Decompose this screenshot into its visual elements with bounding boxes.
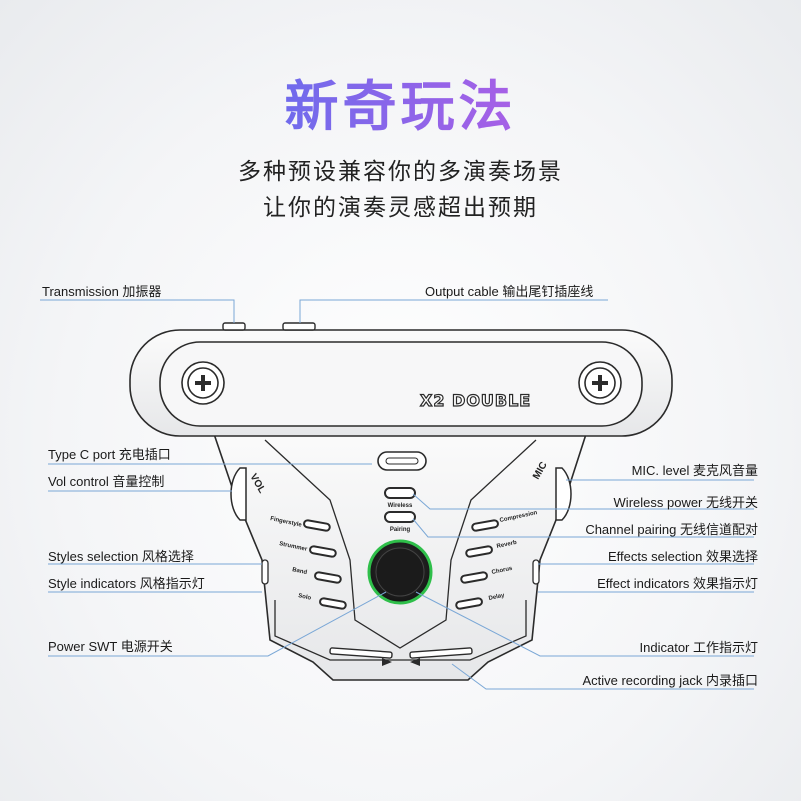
style-side-switch [261, 559, 269, 585]
transmission-button [222, 322, 246, 331]
callout-active-recording-jack: Active recording jack 内录插口 [582, 673, 758, 688]
subtitle-line-1: 多种预设兼容你的多演奏场景 [238, 159, 563, 185]
callout-type-c-port: Type C port 充电插口 [48, 447, 171, 462]
wireless-label: Wireless [388, 503, 413, 509]
screw-left-icon [181, 361, 225, 405]
callout-vol-control: Vol control 音量控制 [48, 474, 165, 489]
style-label-solo: Solo [298, 593, 312, 602]
callout-power-swt: Power SWT 电源开关 [48, 639, 173, 654]
power-knob[interactable] [367, 539, 433, 605]
screw-right-icon [578, 361, 622, 405]
jack-arrows [382, 658, 420, 666]
callout-mic-level: MIC. level 麦克风音量 [631, 463, 758, 478]
mic-knob [555, 467, 572, 521]
style-buttons [303, 519, 347, 610]
pairing-label: Pairing [390, 527, 411, 533]
style-label-band: Band [292, 567, 308, 576]
effect-label-delay: Delay [488, 593, 506, 602]
callout-output-cable: Output cable 输出尾钉插座线 [425, 284, 594, 299]
headline: 新奇玩法 [0, 62, 801, 141]
recording-jack-slots [329, 647, 473, 659]
pairing-button [384, 511, 416, 523]
callout-effects-selection: Effects selection 效果选择 [607, 549, 758, 564]
effect-label-reverb: Reverb [496, 540, 517, 550]
callout-style-indicators: Style indicators 风格指示灯 [48, 576, 205, 591]
callout-styles-selection: Styles selection 风格选择 [48, 549, 194, 564]
wireless-button [384, 487, 416, 499]
subtitle-line-2: 让你的演奏灵感超出预期 [263, 195, 538, 221]
leader-lines [40, 299, 754, 690]
brand-logo: X2 DOUBLE [420, 391, 531, 410]
callout-channel-pairing: Channel pairing 无线信道配对 [585, 522, 758, 537]
effect-label-chorus: Chorus [491, 566, 513, 576]
output-cable-socket [282, 322, 316, 331]
control-panel-lines [264, 439, 537, 661]
callout-indicator: Indicator 工作指示灯 [639, 640, 758, 655]
callout-transmission: Transmission 加振器 [42, 284, 162, 299]
callout-wireless-power: Wireless power 无线开关 [613, 495, 758, 510]
effect-side-switch [532, 559, 540, 585]
style-label-strummer: Strummer [279, 541, 309, 553]
callout-effect-indicators: Effect indicators 效果指示灯 [597, 576, 758, 591]
effect-buttons [455, 519, 499, 610]
vol-knob [230, 467, 247, 521]
